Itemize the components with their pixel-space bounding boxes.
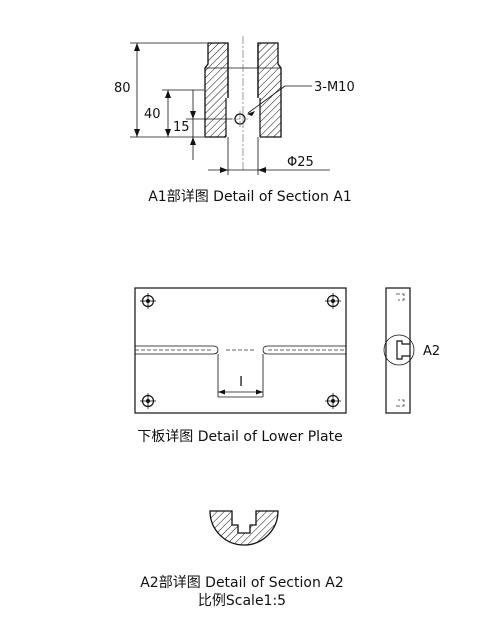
dim-40-label: 40 <box>144 107 161 122</box>
thread-label: 3-M10 <box>314 80 355 95</box>
dim-15-label: 15 <box>173 120 190 135</box>
side-hole-bottom <box>396 399 405 407</box>
corner-hole-bottom-left <box>140 393 156 409</box>
lower-plate-caption: 下板详图 Detail of Lower Plate <box>137 429 343 445</box>
a2-marker-label: A2 <box>423 344 440 359</box>
section-a1-left-wall <box>204 42 229 138</box>
dim-15-arrow-top <box>190 111 196 119</box>
dim-80-label: 80 <box>114 81 131 96</box>
slot-top-edge-right <box>262 345 346 355</box>
plate-outline <box>134 287 347 414</box>
lower-plate-view: I A2 下板详图 Detail of Lower Plate <box>134 287 440 445</box>
dim-80-arrow-bottom <box>134 129 140 137</box>
m10-leader <box>247 85 286 114</box>
section-a2-view: A2部详图 Detail of Section A2 比例Scale1:5 <box>140 510 344 609</box>
vslot-arrow-right <box>256 389 263 395</box>
section-a1-caption: A1部详图 Detail of Section A1 <box>148 189 352 205</box>
plate-side-view <box>385 287 411 414</box>
m10-leader-arrow <box>247 111 255 116</box>
slot-label: I <box>239 375 243 390</box>
dim-15-arrow-bottom <box>190 137 196 145</box>
dim-80-arrow-top <box>134 43 140 51</box>
corner-hole-top-left <box>140 293 156 309</box>
dia-arrow-right <box>258 167 266 173</box>
dim-40-arrow-bottom <box>165 129 171 137</box>
scale-label: 比例Scale1:5 <box>198 593 286 609</box>
diameter-label: Φ25 <box>287 155 314 170</box>
section-a1-view: 80 40 15 3-M10 Φ25 A1部详图 Detail of Secti… <box>114 36 355 205</box>
corner-hole-top-right <box>325 293 341 309</box>
corner-hole-bottom-right <box>325 393 341 409</box>
dim-40-arrow-top <box>165 90 171 98</box>
t-slot-profile <box>396 340 410 360</box>
section-a2-caption: A2部详图 Detail of Section A2 <box>140 575 344 591</box>
a2-detail-circle <box>383 334 415 366</box>
slot-top-edge <box>135 345 219 355</box>
side-hole-top <box>396 293 405 301</box>
vslot-arrow-left <box>218 389 225 395</box>
dia-arrow-left <box>220 167 228 173</box>
section-a1-right-wall <box>257 42 282 138</box>
a2-hatched-section <box>209 510 279 546</box>
